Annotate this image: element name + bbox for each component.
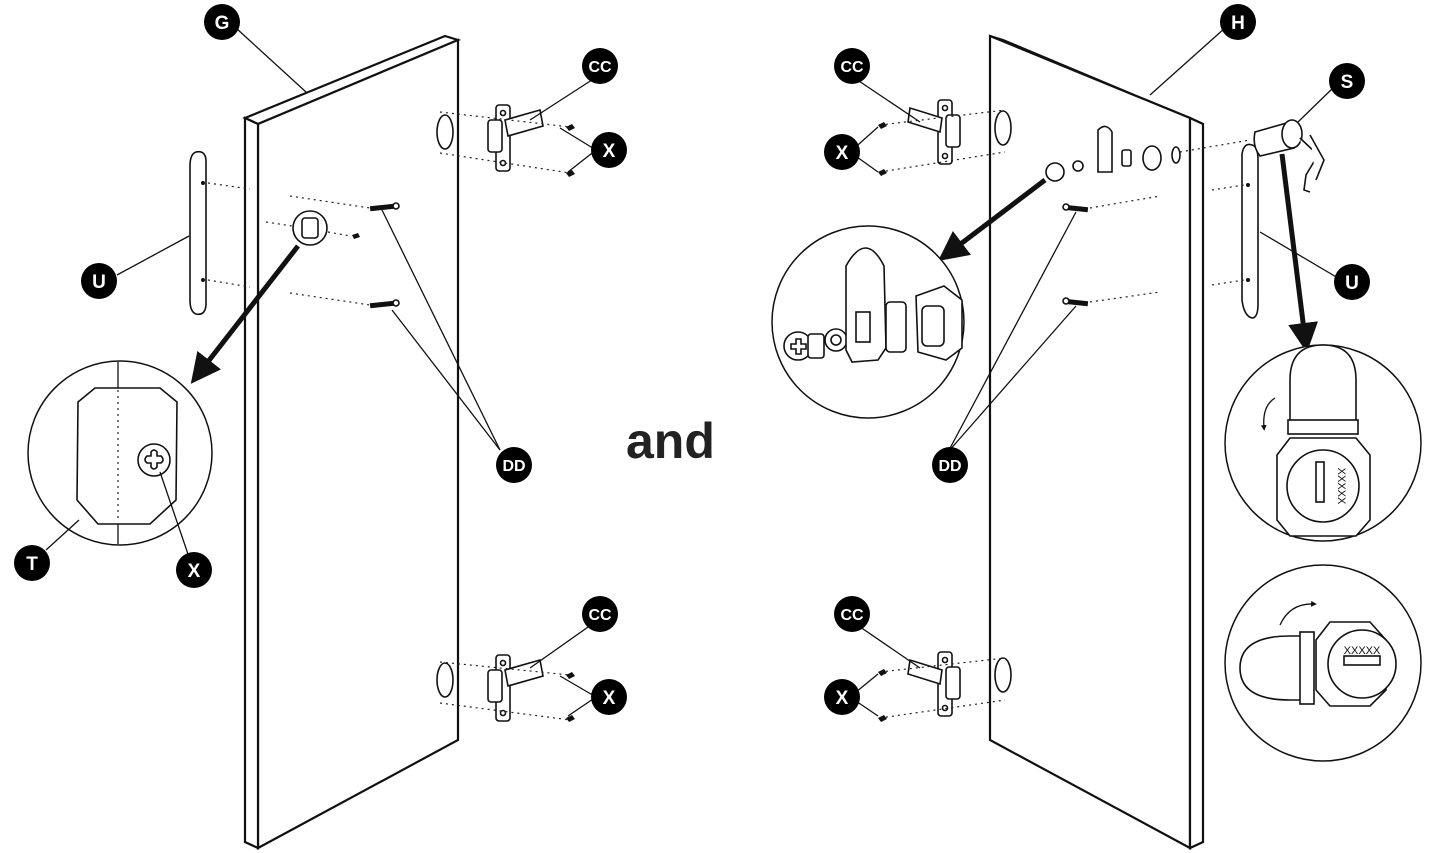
label-u-left: U [81,263,117,299]
screws-x-left [566,124,575,722]
zoom-circle-lock-unlocked: XXXXX [1224,564,1422,762]
center-and-text: and [626,413,715,469]
label-x-top-left: X [591,132,627,168]
svg-text:X: X [836,688,849,709]
zoom-circle-catch [27,360,213,561]
hinge-cc-bottom-left [439,654,571,722]
svg-text:G: G [215,13,230,34]
zoom-arrow-lock-parts [938,178,1047,262]
hinge-cup-holes-left [436,114,454,698]
cam-lock-s [1253,119,1325,193]
lock-keycode-label: XXXXX [1344,645,1381,657]
svg-text:DD: DD [502,458,525,475]
hinge-cup-holes-right [994,110,1012,693]
door-panel-g [242,34,462,850]
svg-text:T: T [26,554,38,575]
catch-t-small [265,210,360,246]
svg-text:X: X [188,561,201,582]
svg-text:CC: CC [840,607,864,624]
screws-x-right [878,122,887,722]
zoom-arrow-left [190,244,300,384]
label-x-bottom-left: X [591,679,627,715]
svg-text:CC: CC [840,59,864,76]
zoom-circle-lock-parts [771,225,965,419]
zoom-circle-lock-locked [1224,344,1422,542]
leader-lines-left [116,27,599,717]
label-x-top-right: X [824,134,860,170]
svg-text:U: U [1345,273,1359,294]
label-cc-bottom-left: CC [582,596,618,632]
label-dd-left: DD [496,447,532,483]
svg-text:X: X [603,688,616,709]
screws-dd-right [1062,195,1161,307]
svg-text:X: X [836,143,849,164]
hinge-cc-bottom-right [879,651,1006,719]
label-cc-top-left: CC [582,48,618,84]
screws-dd-left [289,195,400,309]
svg-text:DD: DD [938,458,961,475]
hinge-cc-top-right [879,99,1006,173]
label-s: S [1329,63,1365,99]
label-g: G [204,4,240,40]
label-cc-bottom-right: CC [834,596,870,632]
label-cc-top-right: CC [834,48,870,84]
label-dd-right: DD [932,447,968,483]
svg-text:U: U [92,272,106,293]
label-t: T [14,545,50,581]
svg-text:H: H [1231,13,1245,34]
svg-text:CC: CC [588,607,612,624]
label-h: H [1220,4,1256,40]
hinge-cc-top-left [439,104,571,174]
label-u-right: U [1334,264,1370,300]
svg-text:XXXXX: XXXXX [1335,468,1347,505]
zoom-arrow-lock-turn [1279,153,1319,353]
svg-text:S: S [1341,72,1354,93]
handle-u-right [1211,143,1259,319]
lock-keycode-vertical: XXXXX [1335,468,1347,505]
svg-text:X: X [603,141,616,162]
handle-u-left [189,150,251,316]
label-x-zoom: X [176,552,212,588]
lock-parts-exploded [1045,125,1251,182]
door-panel-h [988,34,1205,850]
label-x-bottom-right: X [824,679,860,715]
svg-text:CC: CC [588,59,612,76]
